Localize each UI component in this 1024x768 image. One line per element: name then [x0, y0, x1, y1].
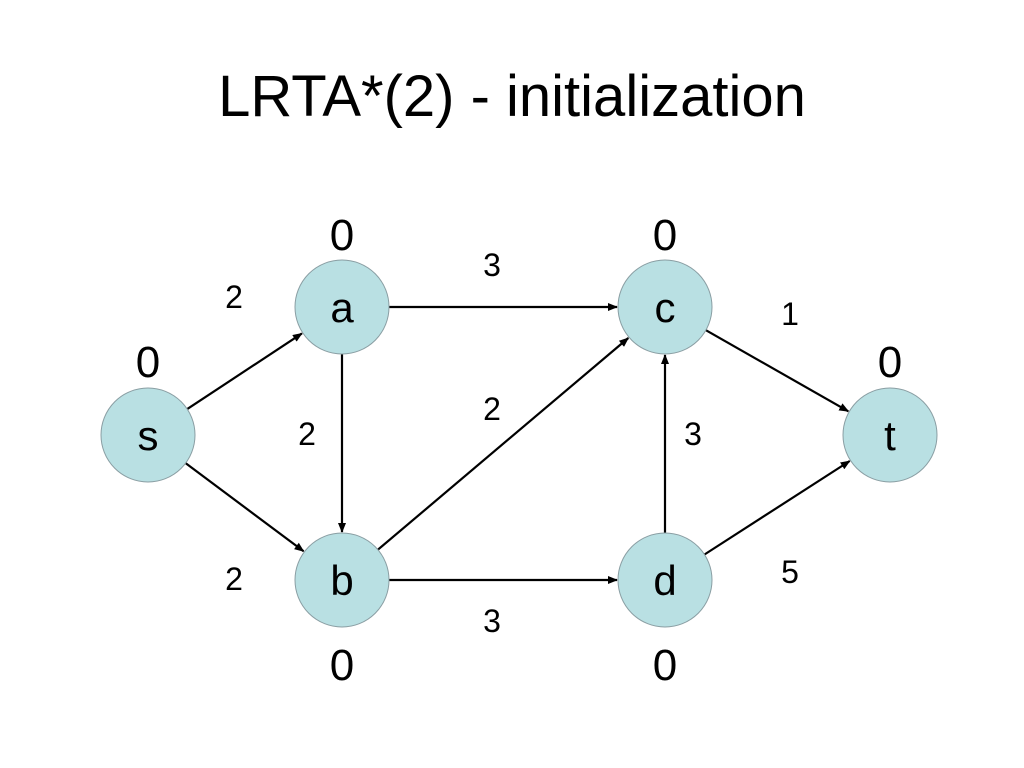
edges-layer: 2 2 3 2 2 3 3 1 5	[184, 247, 851, 639]
slide-title: LRTA*(2) - initialization	[218, 64, 806, 129]
edge-b-c	[377, 337, 630, 551]
node-circle-t	[842, 387, 938, 483]
edge-weight-a-c: 3	[483, 247, 501, 283]
node-circle-c	[617, 259, 713, 355]
heuristic-value-d: 0	[653, 641, 677, 690]
node-label-a: a	[330, 284, 354, 331]
node-b: b0	[294, 532, 390, 690]
node-c: c0	[617, 211, 713, 355]
node-label-s: s	[138, 412, 159, 459]
heuristic-value-b: 0	[330, 641, 354, 690]
node-t: t0	[842, 338, 938, 483]
edge-weight-a-b: 2	[298, 416, 316, 452]
edge-weight-d-c: 3	[684, 416, 702, 452]
node-s: s0	[100, 338, 196, 483]
heuristic-value-t: 0	[878, 338, 902, 387]
edge-weight-b-c: 2	[483, 391, 501, 427]
edge-s-b	[184, 462, 305, 553]
edge-c-t	[705, 329, 850, 413]
edge-d-t	[703, 460, 851, 556]
edge-weight-b-d: 3	[483, 603, 501, 639]
edge-weight-d-t: 5	[781, 554, 799, 590]
edge-s-a	[186, 332, 303, 411]
node-d: d0	[617, 532, 713, 690]
node-circle-s	[100, 387, 196, 483]
node-label-c: c	[655, 284, 676, 331]
node-circle-b	[294, 532, 390, 628]
heuristic-value-c: 0	[653, 211, 677, 260]
node-label-t: t	[884, 412, 896, 459]
heuristic-value-s: 0	[136, 338, 160, 387]
heuristic-value-a: 0	[330, 211, 354, 260]
edge-weight-s-a: 2	[225, 279, 243, 315]
node-a: a0	[294, 211, 390, 355]
edge-weight-c-t: 1	[781, 296, 799, 332]
node-label-d: d	[653, 557, 676, 604]
node-label-b: b	[330, 557, 353, 604]
node-circle-d	[617, 532, 713, 628]
node-circle-a	[294, 259, 390, 355]
edge-weight-s-b: 2	[225, 561, 243, 597]
